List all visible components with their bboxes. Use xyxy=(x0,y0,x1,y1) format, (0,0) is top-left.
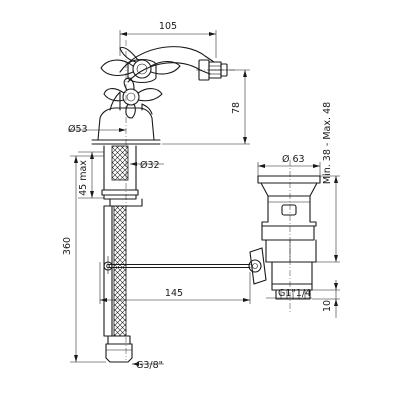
label-waste-tail: 10 xyxy=(322,300,333,312)
dimension-rod-length: 145 xyxy=(99,262,251,304)
waste-valve xyxy=(248,160,321,312)
dimension-hole-diameter: Ø32 xyxy=(130,160,164,171)
dimension-waste-tail: 10 xyxy=(312,280,340,318)
label-rod-length: 145 xyxy=(165,288,183,299)
dimension-base-diameter: Ø53 xyxy=(68,124,126,135)
dimension-inlet-thread: G3/8" xyxy=(132,360,164,371)
flexible-hose xyxy=(103,205,133,363)
dimension-hose-length: 360 xyxy=(62,155,106,363)
dimension-waste-thread: G1"1/4 xyxy=(266,288,312,299)
dimension-waste-diameter: Ø 63 xyxy=(257,154,321,176)
mounting-shank xyxy=(101,145,143,207)
lower-cross-handle xyxy=(103,77,163,119)
label-hose-length: 360 xyxy=(62,237,73,255)
faucet-assembly xyxy=(91,40,236,360)
dimension-spout-reach: 105 xyxy=(119,21,217,58)
dimension-deck-thickness: 45 max xyxy=(78,151,104,199)
label-waste-diameter: Ø 63 xyxy=(282,154,305,165)
label-hole-diameter: Ø32 xyxy=(140,160,160,171)
label-waste-thread: G1"1/4 xyxy=(278,288,311,299)
nozzle xyxy=(196,59,236,81)
dimension-waste-height: Min. 38 - Max. 48 xyxy=(316,102,340,263)
dimension-faucet-height: 78 xyxy=(162,69,250,145)
label-waste-height: Min. 38 - Max. 48 xyxy=(322,102,333,184)
label-inlet-thread: G3/8" xyxy=(136,360,163,371)
pop-up-rod xyxy=(103,256,251,274)
label-spout-reach: 105 xyxy=(159,21,177,32)
label-deck-thickness: 45 max xyxy=(78,160,89,196)
label-faucet-height: 78 xyxy=(231,102,242,114)
faucet-base xyxy=(97,107,155,141)
label-base-diameter: Ø53 xyxy=(68,124,88,135)
